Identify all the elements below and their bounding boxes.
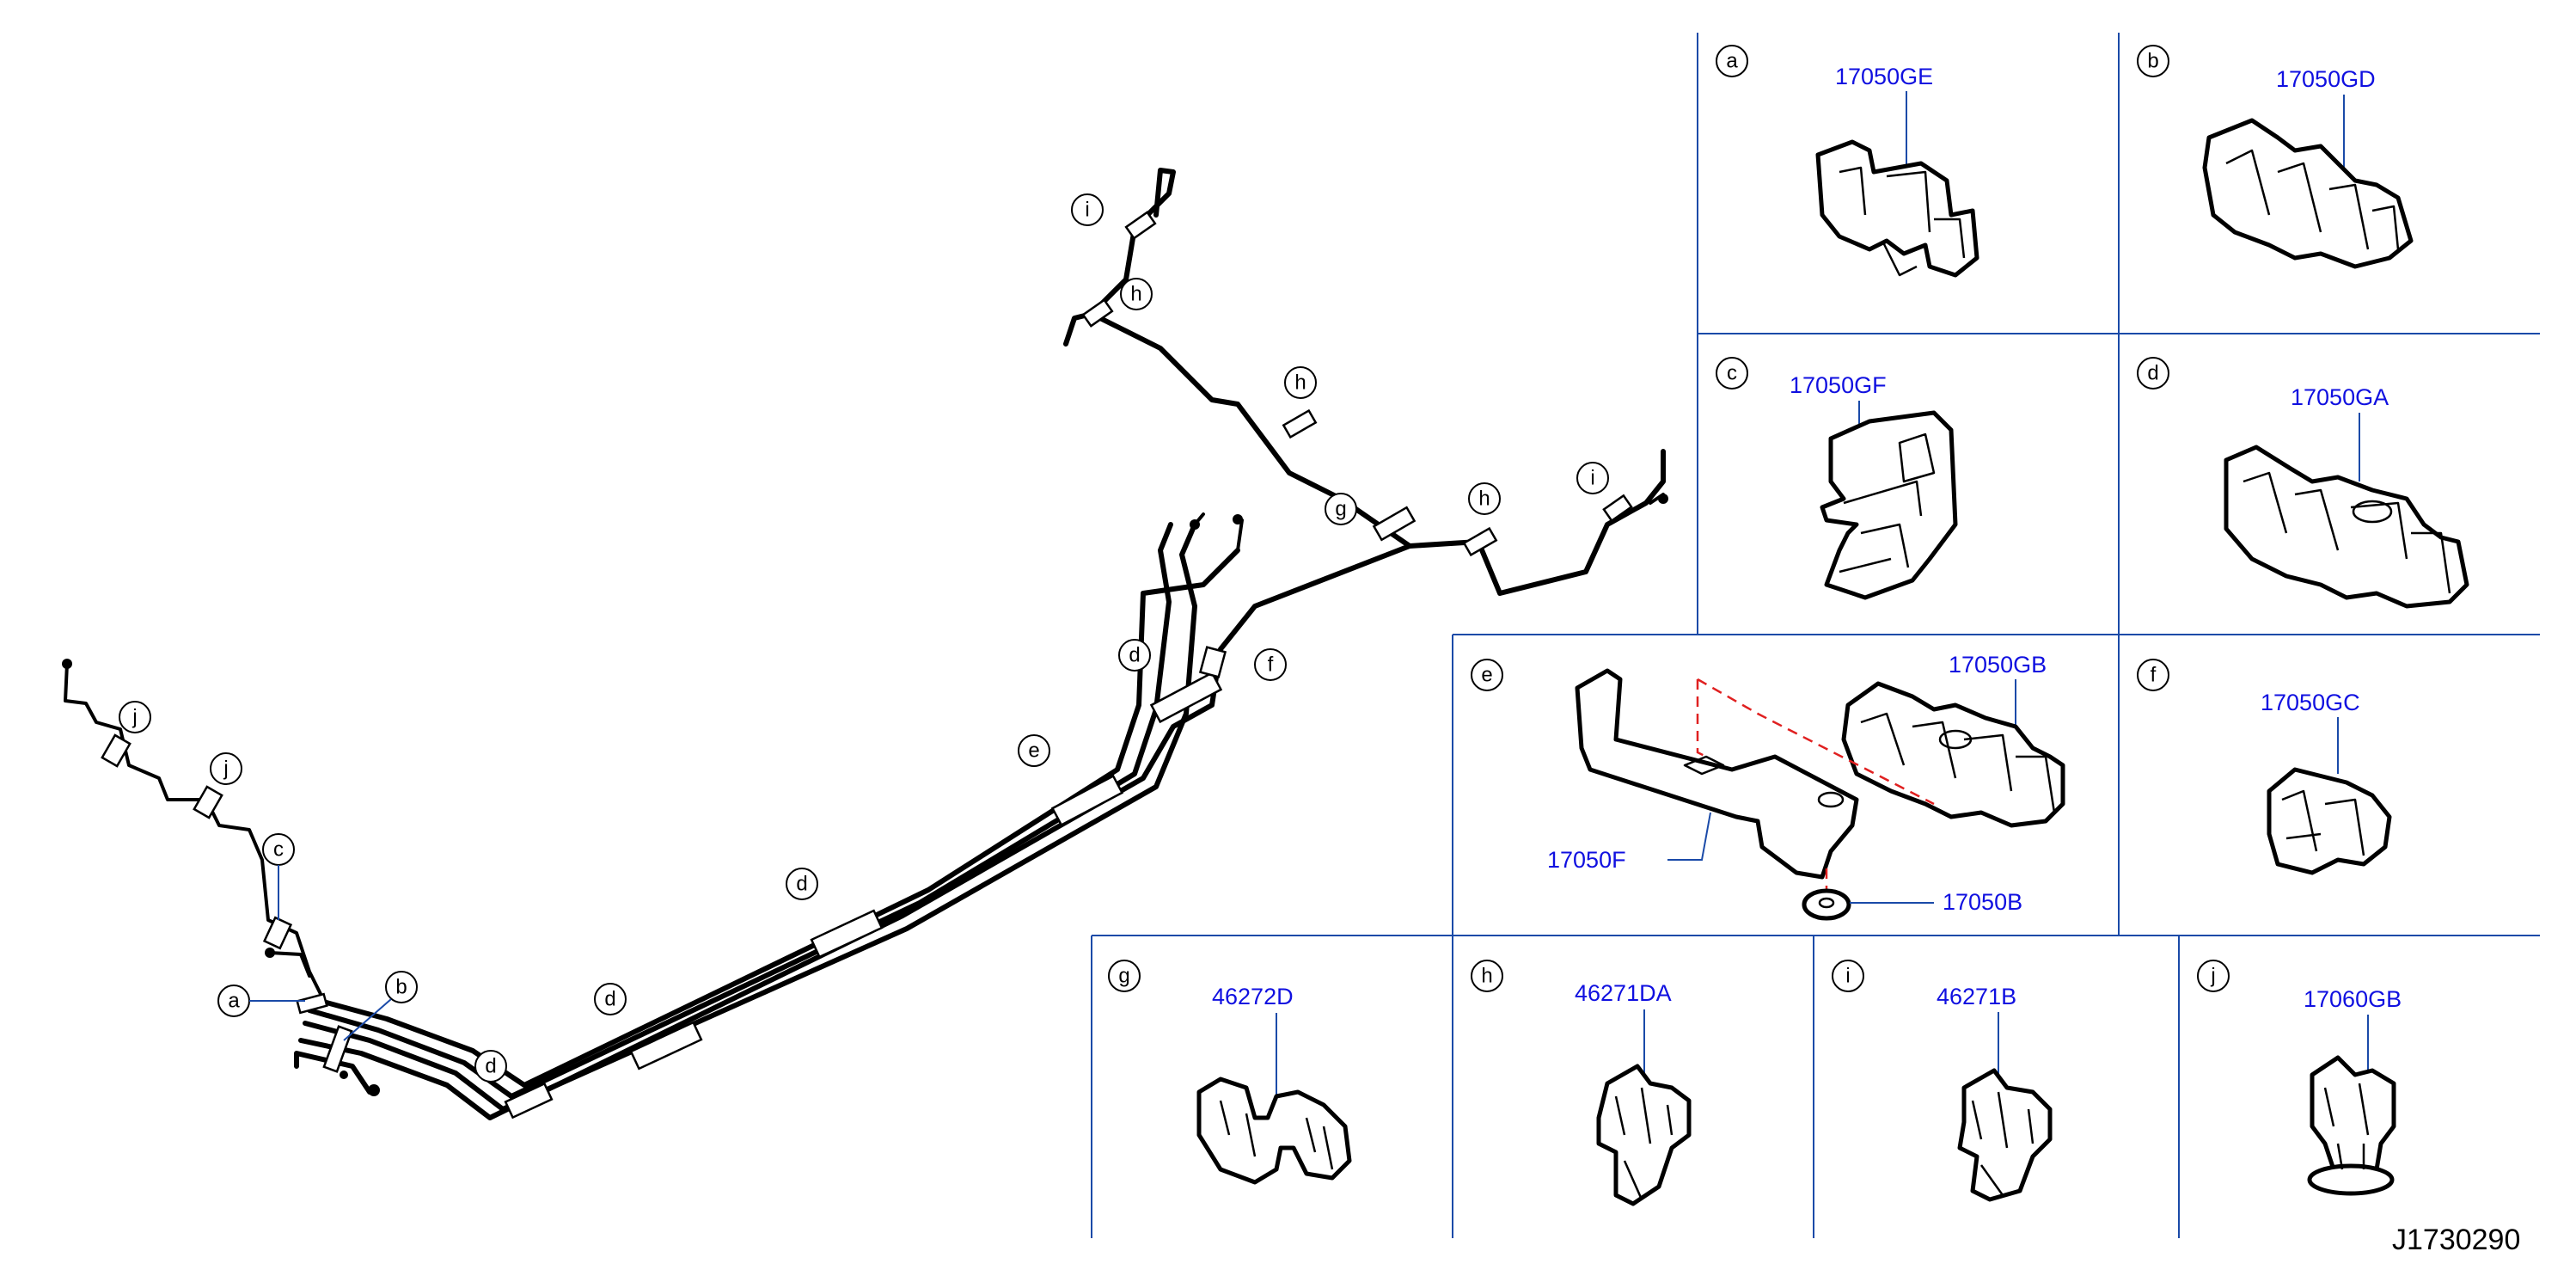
svg-text:a: a: [228, 990, 240, 1013]
svg-text:i: i: [1590, 467, 1594, 490]
part-e-label: e: [1481, 664, 1492, 687]
svg-text:f: f: [1268, 653, 1274, 677]
part-e-number-2: 17050F: [1547, 847, 1626, 873]
callout-h-1: h: [1468, 482, 1501, 515]
part-b-number: 17050GD: [2276, 66, 2376, 92]
part-h-number: 46271DA: [1575, 980, 1672, 1006]
part-cell-d: d 17050GA: [2137, 357, 2469, 609]
part-d-label: d: [2147, 362, 2158, 385]
part-cell-f: f 17050GC: [2137, 659, 2392, 875]
svg-text:e: e: [1028, 739, 1039, 763]
clip-46272D-icon: [1196, 1077, 1352, 1185]
svg-text:d: d: [1129, 644, 1140, 667]
parts-grid-lines: [1091, 33, 2540, 1238]
callout-f: f: [1254, 648, 1287, 681]
clip-17050GB-icon: [1841, 681, 2065, 828]
part-cell-b: b 17050GD: [2137, 45, 2414, 269]
svg-text:h: h: [1294, 371, 1306, 395]
part-cell-c: c 17050GF: [1716, 357, 1958, 600]
callout-b: b: [385, 971, 418, 1003]
svg-text:d: d: [796, 873, 807, 896]
pipe-clamp-markers: [101, 211, 1633, 1120]
callout-d-2: d: [594, 983, 627, 1015]
svg-text:h: h: [1478, 488, 1490, 511]
part-c-label: c: [1727, 362, 1737, 385]
clip-46271B-icon: [1957, 1068, 2053, 1202]
part-cell-a: a 17050GE: [1716, 45, 1979, 278]
callout-d-4: d: [1118, 639, 1151, 672]
part-b-label: b: [2147, 50, 2158, 73]
part-cell-e: e 17050GB 17050F 17050B: [1471, 652, 2065, 921]
part-a-number: 17050GE: [1835, 64, 1933, 89]
callout-g: g: [1325, 493, 1357, 525]
part-cell-g: g 46272D: [1108, 960, 1352, 1185]
svg-text:c: c: [273, 838, 284, 862]
part-g-number: 46272D: [1212, 984, 1294, 1009]
svg-text:j: j: [223, 758, 228, 781]
part-cell-i: i 46271B: [1832, 960, 2053, 1202]
clip-46271DA-icon: [1596, 1064, 1692, 1206]
callout-d-1: d: [474, 1050, 507, 1083]
nut-17050B-icon: [1802, 888, 1851, 921]
part-g-label: g: [1118, 965, 1129, 988]
part-f-label: f: [2151, 664, 2157, 687]
svg-text:h: h: [1130, 283, 1141, 306]
part-a-label: a: [1726, 50, 1738, 73]
callout-a: a: [217, 985, 250, 1017]
part-cell-j: j 17060GB: [2197, 960, 2402, 1196]
part-h-label: h: [1481, 965, 1492, 988]
callout-d-3: d: [786, 868, 818, 900]
svg-text:i: i: [1085, 199, 1089, 222]
clip-17060GB-icon: [2307, 1055, 2396, 1196]
svg-text:b: b: [395, 976, 407, 999]
clip-17050GE-icon: [1815, 139, 1979, 278]
part-d-number: 17050GA: [2291, 384, 2389, 410]
callout-h-3: h: [1120, 278, 1153, 310]
fuel-pipe-assembly: [62, 168, 1668, 1120]
part-cell-h: h 46271DA: [1471, 960, 1692, 1206]
svg-text:g: g: [1335, 498, 1346, 521]
callout-e: e: [1018, 734, 1050, 767]
callout-c: c: [262, 833, 295, 866]
part-i-label: i: [1845, 965, 1850, 988]
clip-17050GC-icon: [2267, 767, 2392, 875]
part-j-label: j: [2210, 965, 2215, 988]
part-j-number: 17060GB: [2304, 986, 2402, 1012]
clip-17050GA-icon: [2224, 445, 2469, 609]
part-c-number: 17050GF: [1790, 372, 1887, 398]
clip-17050GD-icon: [2202, 118, 2414, 269]
part-e-number-1: 17050GB: [1949, 652, 2047, 678]
part-i-number: 46271B: [1937, 984, 2016, 1009]
svg-text:j: j: [132, 706, 137, 729]
callout-j-1: j: [119, 701, 151, 733]
routing-callouts: j j c a b d d d e d f g h h h i i: [119, 193, 1609, 1083]
callout-i-1: i: [1071, 193, 1104, 226]
svg-text:d: d: [604, 988, 615, 1011]
svg-text:d: d: [485, 1055, 496, 1078]
callout-i-2: i: [1576, 462, 1609, 494]
reference-code: J1730290: [2392, 1224, 2520, 1256]
callout-h-2: h: [1284, 366, 1317, 399]
callout-j-2: j: [210, 752, 242, 785]
clip-17050GF-icon: [1820, 410, 1958, 600]
part-f-number: 17050GC: [2261, 690, 2360, 715]
part-e-number-3: 17050B: [1943, 889, 2022, 915]
bracket-17050F-icon: [1575, 668, 1859, 880]
